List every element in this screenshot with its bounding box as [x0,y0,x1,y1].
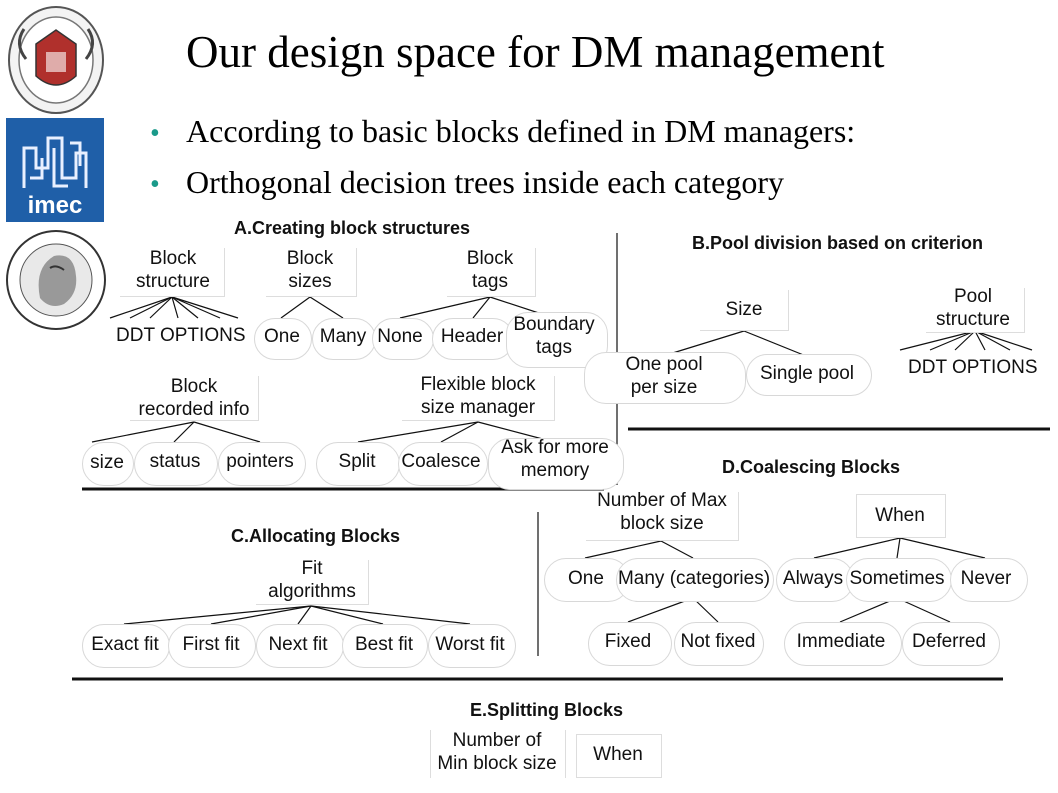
when-coalesce-box [856,494,946,538]
immediate-label: Immediate [796,631,886,652]
block-tags-box [447,248,536,297]
bullet-text-1: According to basic blocks defined in DM … [186,113,856,149]
section-e-title: E.Splitting Blocks [470,700,624,720]
flexible-manager-box [402,376,555,421]
ddt-options-label: DDT OPTIONS [116,325,246,346]
fixed-option [588,622,672,666]
size-label: size [90,452,124,473]
number-max-label: Number of Max block size [597,490,727,534]
always-label: Always [782,568,844,589]
next-fit-option [256,624,344,668]
ask-memory-label: Ask for more memory [501,437,609,481]
deferred-option [902,622,1000,666]
section-d-title: D.Coalescing Blocks [722,457,901,477]
bullet-dot-icon: • [150,169,160,200]
not-fixed-label: Not fixed [680,631,756,652]
number-min-box [430,730,566,778]
block-structure-label: Block structure [136,248,210,292]
block-recorded-info-label: Block recorded info [138,376,250,420]
block-tags-label: Block tags [466,248,514,292]
pool-structure-box [926,288,1025,333]
coalesce-label: Coalesce [401,451,481,472]
pointers-option [218,442,306,486]
ucm-seal-logo [8,6,104,114]
worst-fit-label: Worst fit [435,634,505,655]
pool-structure-label: Pool structure [936,286,1010,330]
flexible-manager-label: Flexible block size manager [420,374,536,418]
bullet-text-2: Orthogonal decision trees inside each ca… [186,164,784,200]
when-coalesce-label: When [875,505,925,526]
best-fit-label: Best fit [354,634,414,655]
size-criterion-label: Size [725,299,763,320]
sometimes-option [846,558,952,602]
section-c-title: C.Allocating Blocks [231,526,401,546]
number-max-box [586,492,739,541]
first-fit-option [168,624,256,668]
many-categories-option [616,558,774,602]
many-categories-label: Many (categories) [617,568,771,589]
never-label: Never [960,568,1012,589]
size-option [82,442,134,486]
status-label: status [149,451,201,472]
section-a-title: A.Creating block structures [234,218,471,238]
fit-algorithms-box [256,560,369,605]
pool-ddt-options-label: DDT OPTIONS [908,357,1038,378]
first-fit-label: First fit [182,634,240,655]
best-fit-option [342,624,428,668]
imec-wordmark: imec [28,192,83,219]
block-sizes-label: Block sizes [286,248,334,292]
sometimes-label: Sometimes [849,568,945,589]
thrace-university-logo [6,230,106,330]
always-option [776,558,854,602]
bullet-1: • According to basic blocks defined in DM… [150,115,855,148]
single-pool-option [746,354,872,396]
header-label: Header [440,326,504,347]
imec-logo: imec [6,118,104,222]
exact-fit-option [82,624,170,668]
immediate-option [784,622,902,666]
bullet-dot-icon: • [150,118,160,149]
none-label: None [377,326,423,347]
not-fixed-option [674,622,764,666]
one-pool-option [584,352,746,404]
status-option [134,442,218,486]
ask-memory-option [488,438,624,490]
worst-fit-option [428,624,516,668]
slide-title: Our design space for DM management [186,27,885,77]
one-option [254,318,312,360]
one-category-label: One [568,568,604,589]
single-pool-label: Single pool [759,363,855,384]
deferred-label: Deferred [912,631,986,652]
many-label: Many [319,326,367,347]
when-split-box [576,734,662,778]
coalesce-option [398,442,488,486]
exact-fit-label: Exact fit [91,634,159,655]
pointers-label: pointers [226,451,294,472]
section-b-title: B.Pool division based on criterion [692,233,984,253]
bullet-2: • Orthogonal decision trees inside each c… [150,166,784,199]
never-option [950,558,1028,602]
one-category-option [544,558,630,602]
block-sizes-box [266,248,357,297]
block-structure-box [120,248,225,297]
number-min-label: Number of Min block size [437,730,557,774]
block-recorded-info-box [130,376,259,421]
none-option [372,318,434,360]
boundary-tags-label: Boundary tags [513,314,595,358]
fixed-label: Fixed [604,631,652,652]
when-split-label: When [593,744,643,765]
next-fit-label: Next fit [268,634,328,655]
split-label: Split [338,451,376,472]
one-label: One [264,326,300,347]
one-pool-label: One pool per size [625,354,703,398]
size-criterion-box [700,290,789,331]
fit-algorithms-label: Fit algorithms [268,558,356,602]
header-option [432,318,514,360]
